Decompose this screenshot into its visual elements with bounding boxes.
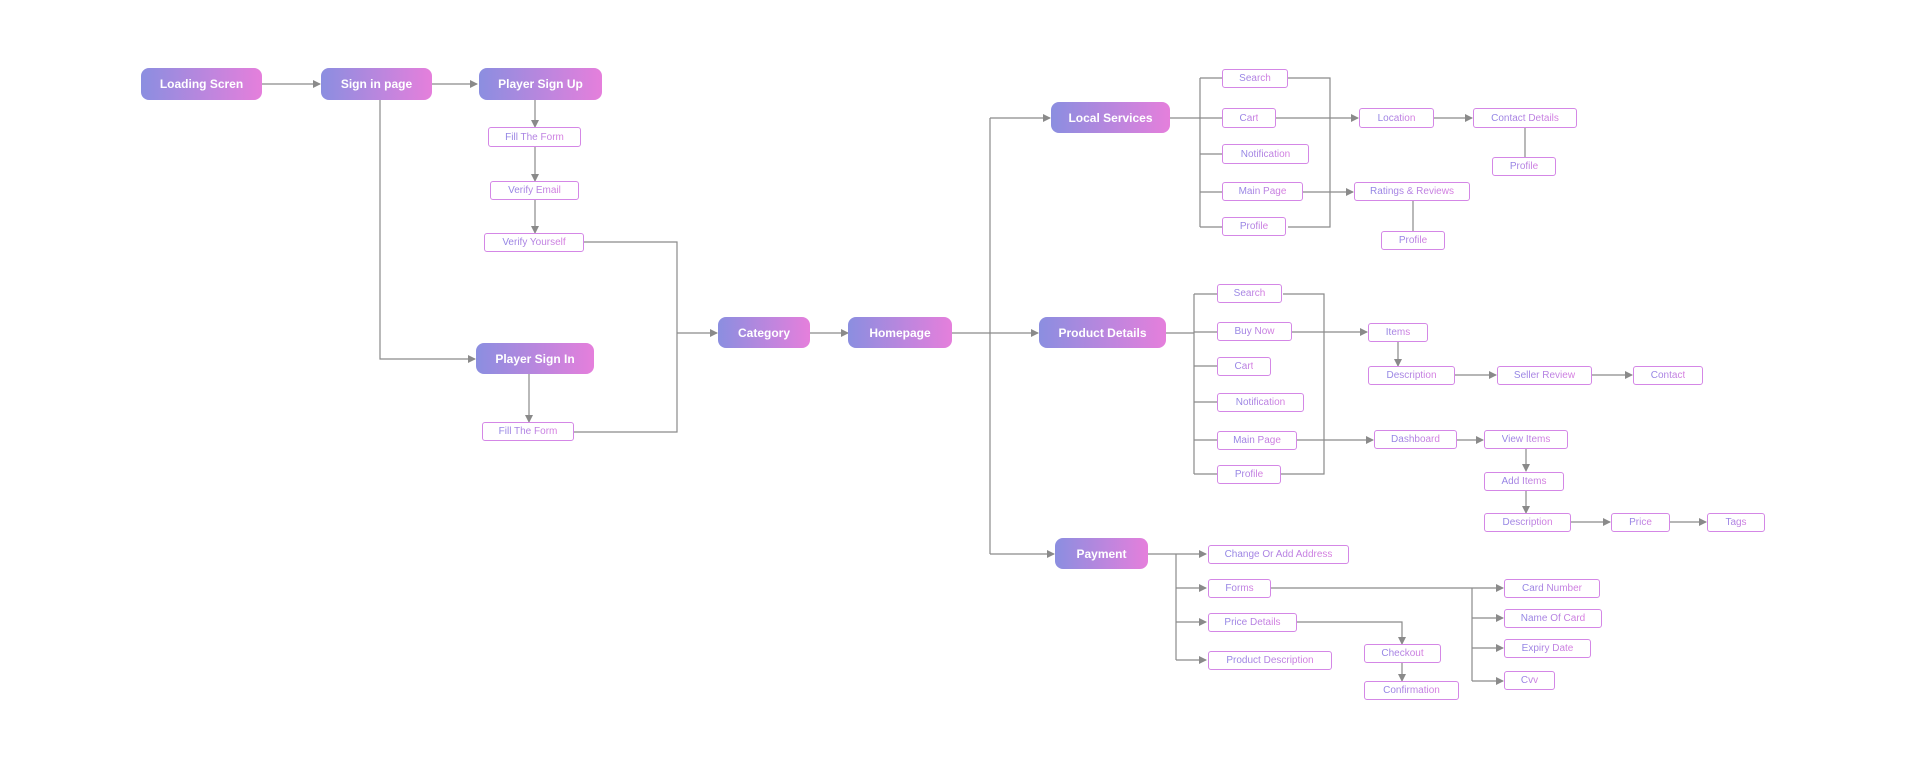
node-ls-profile: Profile <box>1222 217 1286 236</box>
node-pay-expiry-date: Expiry Date <box>1504 639 1591 658</box>
node-player-sign-in: Player Sign In <box>476 343 594 374</box>
node-pd-profile: Profile <box>1217 465 1281 484</box>
node-pd-buy-now: Buy Now <box>1217 322 1292 341</box>
node-pay-name-of-card: Name Of Card <box>1504 609 1602 628</box>
node-sign-in-page: Sign in page <box>321 68 432 100</box>
node-signin-fill-form: Fill The Form <box>482 422 574 441</box>
node-pay-change-address: Change Or Add Address <box>1208 545 1349 564</box>
node-pd-cart: Cart <box>1217 357 1271 376</box>
node-pay-forms: Forms <box>1208 579 1271 598</box>
node-pd-description: Description <box>1368 366 1455 385</box>
node-verify-yourself: Verify Yourself <box>484 233 584 252</box>
node-ls-ratings-profile: Profile <box>1381 231 1445 250</box>
edge-fillform-to-category <box>574 333 678 433</box>
edge-pd-bracket-right <box>1281 293 1325 475</box>
node-loading-screen: Loading Scren <box>141 68 262 100</box>
edge-ls-bracket-right <box>1288 77 1331 228</box>
node-pay-card-number: Card Number <box>1504 579 1600 598</box>
node-ls-notification: Notification <box>1222 144 1309 164</box>
node-payment: Payment <box>1055 538 1148 569</box>
node-pd-search: Search <box>1217 284 1282 303</box>
edge-signin-to-playersignin <box>379 100 476 363</box>
node-pd-price: Price <box>1611 513 1670 532</box>
node-pay-confirmation: Confirmation <box>1364 681 1459 700</box>
node-ls-cart: Cart <box>1222 108 1276 128</box>
node-ls-location: Location <box>1359 108 1434 128</box>
node-local-services: Local Services <box>1051 102 1170 133</box>
node-product-details: Product Details <box>1039 317 1166 348</box>
node-ls-contact-details: Contact Details <box>1473 108 1577 128</box>
node-pd-contact: Contact <box>1633 366 1703 385</box>
node-pd-add-description: Description <box>1484 513 1571 532</box>
node-signup-fill-form: Fill The Form <box>488 127 581 147</box>
node-homepage: Homepage <box>848 317 952 348</box>
node-pd-tags: Tags <box>1707 513 1765 532</box>
node-pay-price-details: Price Details <box>1208 613 1297 632</box>
node-pay-cvv: Cvv <box>1504 671 1555 690</box>
node-ls-main-page: Main Page <box>1222 182 1303 201</box>
node-ls-contact-profile: Profile <box>1492 157 1556 176</box>
node-verify-email: Verify Email <box>490 181 579 200</box>
node-pay-checkout: Checkout <box>1364 644 1441 663</box>
node-ls-search: Search <box>1222 69 1288 88</box>
edge-pricedetails-to-checkout <box>1297 621 1406 645</box>
node-pd-main-page: Main Page <box>1217 431 1297 450</box>
node-pd-items: Items <box>1368 323 1428 342</box>
node-pd-view-items: View Items <box>1484 430 1568 449</box>
node-category: Category <box>718 317 810 348</box>
node-pay-product-description: Product Description <box>1208 651 1332 670</box>
node-player-sign-up: Player Sign Up <box>479 68 602 100</box>
node-pd-dashboard: Dashboard <box>1374 430 1457 449</box>
edge-verifyyourself-to-category <box>584 241 678 333</box>
node-pd-add-items: Add Items <box>1484 472 1564 491</box>
node-pd-seller-review: Seller Review <box>1497 366 1592 385</box>
node-ls-ratings-reviews: Ratings & Reviews <box>1354 182 1470 201</box>
node-pd-notification: Notification <box>1217 393 1304 412</box>
